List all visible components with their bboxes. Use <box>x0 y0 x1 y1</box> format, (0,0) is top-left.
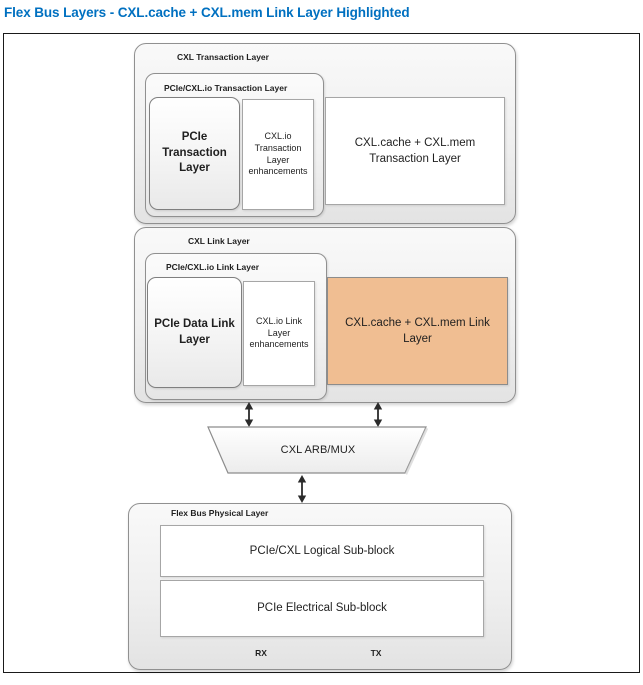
page-title: Flex Bus Layers - CXL.cache + CXL.mem Li… <box>4 5 410 20</box>
flex-bus-physical-layer-label: Flex Bus Physical Layer <box>171 508 269 518</box>
cxlio-link-enhancements-block: CXL.io Link Layer enhancements <box>243 281 315 386</box>
cxl-cache-mem-transaction-block: CXL.cache + CXL.mem Transaction Layer <box>325 97 505 205</box>
pcie-cxlio-link-layer-label: PCIe/CXL.io Link Layer <box>166 262 260 272</box>
cxl-transaction-layer-label: CXL Transaction Layer <box>177 52 269 62</box>
rx-label: RX <box>255 648 267 658</box>
pcie-electrical-subblock: PCIe Electrical Sub-block <box>160 580 484 637</box>
cxl-cache-mem-link-block-highlighted: CXL.cache + CXL.mem Link Layer <box>327 277 508 385</box>
double-arrow-icon <box>244 402 254 427</box>
pcie-data-link-layer-block: PCIe Data Link Layer <box>147 277 242 388</box>
double-arrow-icon <box>297 475 307 503</box>
double-arrow-icon <box>373 402 383 427</box>
arb-mux-label: CXL ARB/MUX <box>280 444 356 456</box>
cxl-link-layer-label: CXL Link Layer <box>188 236 250 246</box>
tx-label: TX <box>370 648 382 658</box>
pcie-cxl-logical-subblock: PCIe/CXL Logical Sub-block <box>160 525 484 577</box>
cxlio-transaction-enhancements-block: CXL.io Transaction Layer enhancements <box>242 99 314 210</box>
arb-mux-trapezoid <box>207 426 428 475</box>
pcie-cxlio-transaction-layer-label: PCIe/CXL.io Transaction Layer <box>164 83 288 93</box>
pcie-transaction-layer-block: PCIe Transaction Layer <box>149 97 240 210</box>
